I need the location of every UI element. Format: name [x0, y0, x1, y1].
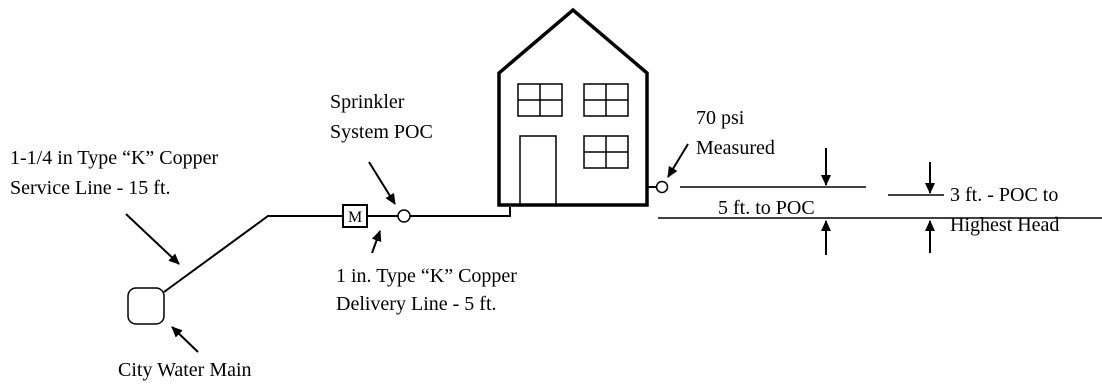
pressure-arrow [667, 143, 689, 178]
house-window-top-left [517, 83, 563, 117]
pressure-gauge-icon [655, 180, 669, 194]
delivery-line-label-1: 1 in. Type “K” Copper [336, 265, 517, 287]
house-door [519, 135, 557, 206]
delivery-line-label-2: Delivery Line - 5 ft. [336, 293, 497, 315]
delivery-line-pipe-b [410, 207, 511, 217]
highest-head-label-2: Highest Head [950, 214, 1059, 236]
water-meter-label: M [348, 209, 362, 226]
elevation-poc-label: 5 ft. to POC [718, 197, 815, 219]
service-line-arrow [125, 213, 180, 265]
city-water-main-icon [127, 287, 165, 325]
service-line-pipe [163, 215, 343, 293]
pressure-label-1: 70 psi [696, 107, 745, 129]
house-window-top-right [583, 83, 629, 117]
city-water-main-label: City Water Main [118, 359, 252, 381]
city-water-main-arrow [171, 326, 199, 353]
sprinkler-poc-icon [397, 209, 411, 223]
house-window-bottom-right [583, 135, 629, 169]
sprinkler-poc-label-1: Sprinkler [330, 91, 405, 113]
service-line-label-1: 1-1/4 in Type “K” Copper [10, 147, 219, 169]
sprinkler-poc-arrow [368, 161, 396, 205]
highest-head-label-1: 3 ft. - POC to [950, 184, 1058, 206]
service-line-label-2: Service Line - 15 ft. [10, 177, 171, 199]
pressure-label-2: Measured [696, 137, 775, 159]
house-outline [497, 7, 649, 207]
delivery-line-arrow [371, 230, 382, 254]
sprinkler-poc-label-2: System POC [330, 121, 433, 143]
